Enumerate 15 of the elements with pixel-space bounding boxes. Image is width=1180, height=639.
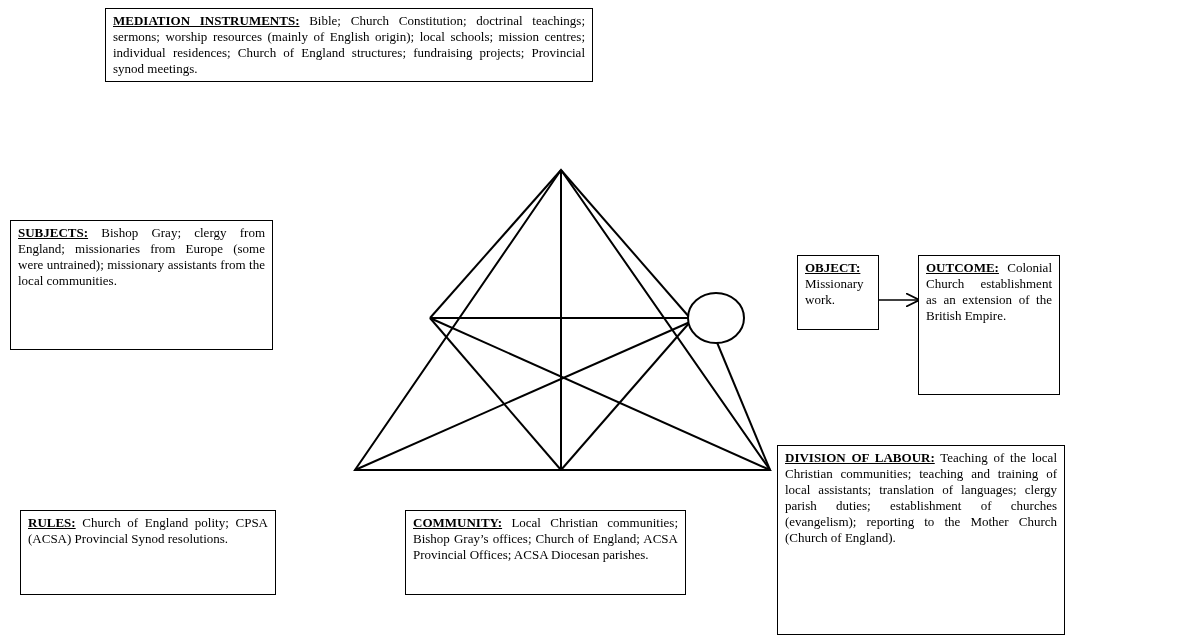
box-text: RULES: Church of England polity; CPSA (ACSA) Provincial Synod resolutions. [28, 515, 268, 547]
text-box [20, 510, 276, 595]
text-box [10, 220, 273, 350]
text-box [918, 255, 1060, 395]
box-text: SUBJECTS: Bishop Gray; clergy from England; missionaries from Europe (some were untrained); missionary assistants from the local communities. [18, 225, 265, 289]
box-text: COMMUNITY: Local Christian communities; Bishop Gray’s offices; Church of England; ACSA Provincial Offices; ACSA Diocesan parishes. [413, 515, 678, 563]
box-text: OUTCOME: Colonial Church establishment as an extension of the British Empire. [926, 260, 1052, 324]
text-box [777, 445, 1065, 635]
box-text: MEDIATION INSTRUMENTS: Bible; Church Constitution; doctrinal teachings; sermons; worship resources (mainly of English origin); local schools; mission centres; individual residences; Church of England structures; fundraising projects; Provincial synod meetings. [113, 13, 585, 77]
box-text: OBJECT: Missionary work. [805, 260, 865, 308]
box-text: DIVISION OF LABOUR: Teaching of the local Christian communities; teaching and training of local assistants; translation of languages; clergy parish duties; establishment of churches (evangelism); reporting to the Mother Church (Church of England). [785, 450, 1057, 546]
outcome-circle [687, 292, 745, 344]
text-box [797, 255, 879, 330]
text-box [105, 8, 593, 82]
text-box [405, 510, 686, 595]
